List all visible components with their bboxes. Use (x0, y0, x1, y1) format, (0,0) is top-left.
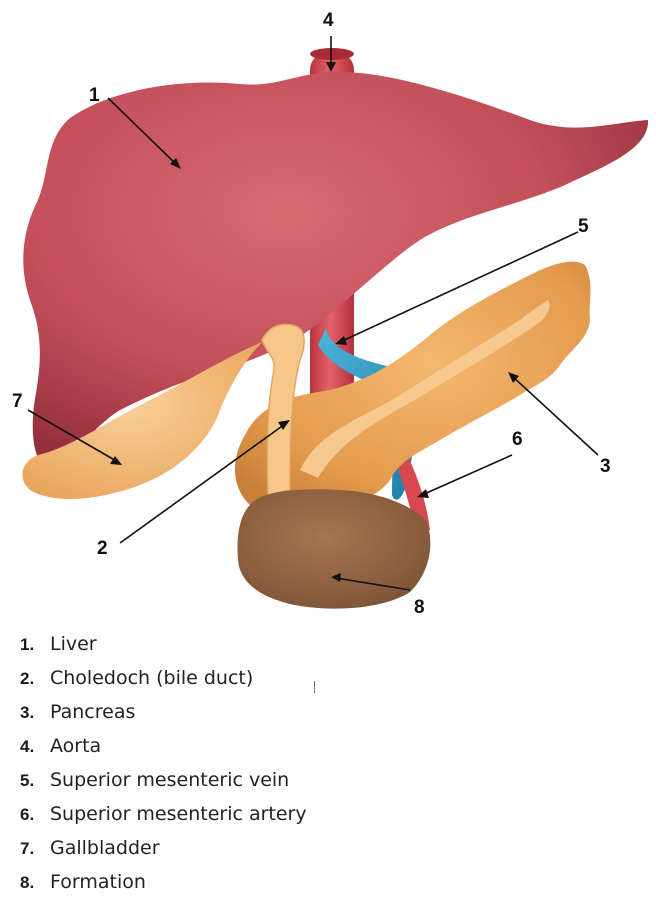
legend-item-bile-duct: 2.Choledoch (bile duct) (20, 661, 307, 695)
legend-label: Gallbladder (50, 837, 160, 859)
legend-number: 4. (20, 730, 50, 764)
stray-mark (314, 681, 315, 693)
legend-number: 7. (20, 832, 50, 866)
legend-number: 5. (20, 764, 50, 798)
callout-2: 2 (97, 538, 108, 559)
callout-1: 1 (89, 85, 100, 106)
legend-item-gallbladder: 7.Gallbladder (20, 831, 307, 865)
legend-item-artery: 6.Superior mesenteric artery (20, 797, 307, 831)
legend-number: 1. (20, 628, 50, 662)
anatomy-illustration: 1 4 5 3 6 7 2 8 (0, 0, 656, 620)
legend-label: Choledoch (bile duct) (50, 667, 253, 689)
legend-number: 2. (20, 662, 50, 696)
callout-5: 5 (578, 216, 589, 237)
callout-7: 7 (12, 391, 23, 412)
legend-item-aorta: 4.Aorta (20, 729, 307, 763)
callout-8: 8 (414, 597, 425, 618)
legend-item-pancreas: 3.Pancreas (20, 695, 307, 729)
callout-4: 4 (323, 10, 334, 31)
legend-label: Superior mesenteric artery (50, 803, 307, 825)
formation-shape (238, 489, 431, 608)
legend-label: Pancreas (50, 701, 135, 723)
legend-label: Liver (50, 633, 97, 655)
legend-item-vein: 5.Superior mesenteric vein (20, 763, 307, 797)
legend-item-liver: 1.Liver (20, 627, 307, 661)
legend-number: 3. (20, 696, 50, 730)
callout-6: 6 (512, 429, 523, 450)
legend-number: 8. (20, 866, 50, 900)
legend-label: Formation (50, 871, 146, 893)
legend-list: 1.Liver 2.Choledoch (bile duct) 3.Pancre… (20, 627, 307, 899)
callout-3: 3 (600, 456, 611, 477)
legend-label: Superior mesenteric vein (50, 769, 289, 791)
legend-label: Aorta (50, 735, 101, 757)
legend-number: 6. (20, 798, 50, 832)
legend-item-formation: 8.Formation (20, 865, 307, 899)
